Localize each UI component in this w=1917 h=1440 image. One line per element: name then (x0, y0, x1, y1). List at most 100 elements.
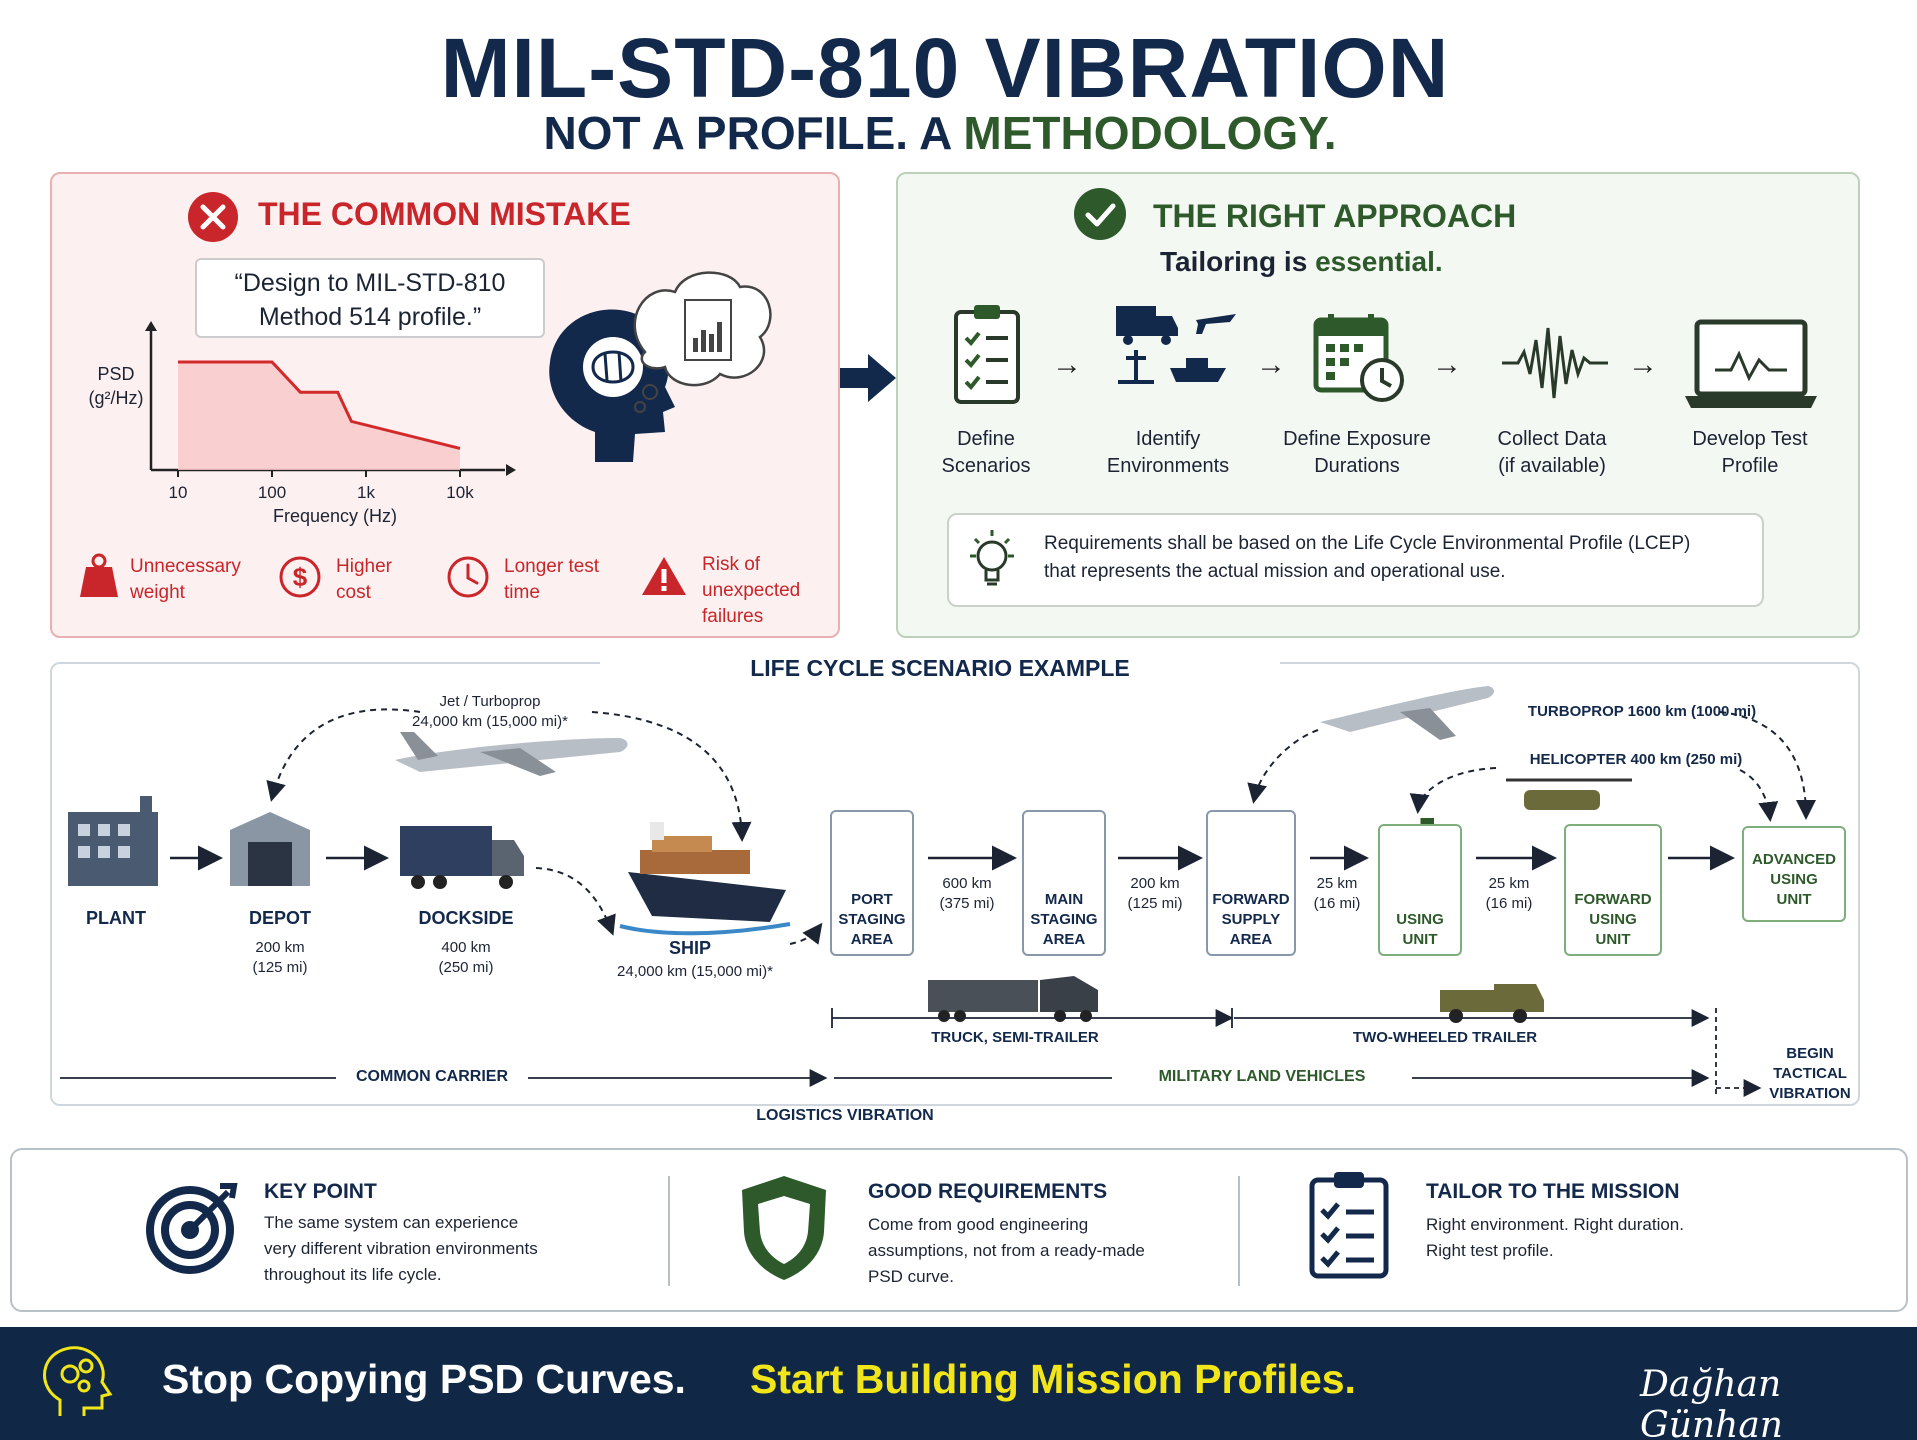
dockside-distance: 400 km (250 mi) (416, 938, 516, 978)
using-label-2: UNIT (1402, 931, 1438, 948)
footer-text-accent: Start Building Mission Profiles. (750, 1356, 1356, 1402)
impact-weight-line-1: Unnecessary (130, 556, 241, 577)
segment-25km-b: 25 km(16 mi) (1472, 874, 1546, 914)
main-label-3: AREA (1042, 931, 1086, 948)
step-arrow-2: → (1256, 348, 1286, 381)
truck-plane-ship-icon (1116, 306, 1236, 384)
x-circle-icon (188, 192, 238, 242)
approach-tagline: Tailoring is essential. (1160, 246, 1443, 278)
dockside-distance-mi: (250 mi) (438, 959, 494, 976)
lcep-box (947, 513, 1764, 607)
quote-line-1: “Design to MIL-STD-810 (234, 269, 506, 297)
depot-distance: 200 km(125 mi) (230, 938, 330, 978)
impact-cost-line-2: cost (336, 582, 371, 603)
warning-icon (642, 557, 686, 595)
segment-200km: 200 km(125 mi) (1114, 874, 1196, 914)
segment-25km-a-mi: (16 mi) (1313, 895, 1361, 912)
impact-time-line-1: Longer test (504, 556, 600, 577)
helicopter-icon (1506, 778, 1632, 810)
step-arrow-1: → (1052, 348, 1082, 381)
fwdunit-label-2: USING (1589, 911, 1637, 928)
port-staging-area-box (830, 810, 914, 956)
military-land-vehicles-label: MILITARY LAND VEHICLES (1112, 1068, 1412, 1086)
turboprop-plane-icon (1320, 686, 1494, 740)
step-4-line-1: Collect Data (1497, 428, 1607, 450)
adv-label-1: ADVANCED (1752, 851, 1836, 868)
good-requirements-heading: GOOD REQUIREMENTS (868, 1180, 1108, 1203)
clock-icon (447, 556, 489, 598)
lifecycle-title: LIFE CYCLE SCENARIO EXAMPLE (600, 655, 1280, 683)
impact-weight-line-2: weight (130, 582, 185, 603)
fwdunit-label-3: UNIT (1595, 931, 1631, 948)
x-tick-label-10: 10 (169, 483, 188, 502)
step-2-line-1: Identify (1135, 428, 1201, 450)
tactical-label-1: BEGIN (1786, 1045, 1834, 1062)
jet-label: Jet / Turboprop 24,000 km (15,000 mi)* (390, 692, 590, 732)
ship-icon (619, 822, 791, 936)
divider-1 (668, 1176, 670, 1286)
dockside-truck-icon (400, 826, 524, 889)
big-arrow-icon (840, 354, 896, 402)
key-point-heading: KEY POINT (264, 1180, 377, 1203)
impact-time-line-2: time (504, 582, 540, 603)
author-signature: Dağhan Günhan (1640, 1364, 1783, 1440)
segment-25km-a: 25 km (16 mi) (1300, 874, 1374, 914)
segment-25km-a-km: 25 km (1316, 875, 1358, 892)
fwd-label-2: SUPPLY (1221, 911, 1281, 928)
segment-25km-b-mi: (16 mi) (1485, 895, 1533, 912)
lightbulb-icon (970, 530, 1014, 586)
calendar-clock-icon (1313, 314, 1404, 402)
helicopter-label: HELICOPTER 400 km (250 mi) (1529, 751, 1743, 768)
semi-trailer-truck-icon (928, 976, 1098, 1022)
step-5-line-2: Profile (1721, 455, 1779, 477)
main-label-1: MAIN (1044, 891, 1084, 908)
fwdunit-label-1: FORWARD (1574, 891, 1652, 908)
port-label-2: STAGING (838, 911, 906, 928)
tagline-plain: Tailoring is (1160, 246, 1316, 277)
impact-risk-line-3: failures (702, 606, 764, 627)
step-arrow-4: → (1628, 348, 1658, 381)
using-label-1: USING (1396, 911, 1444, 928)
jet-label-1: Jet / Turboprop (439, 693, 541, 710)
step-arrow-3: → (1432, 348, 1462, 381)
footer-text-plain: Stop Copying PSD Curves. (162, 1356, 686, 1402)
impact-weight: Unnecessary weight (130, 554, 241, 606)
using-unit-label: USING UNIT (1378, 910, 1462, 950)
ship-distance: 24,000 km (15,000 mi)* (617, 963, 773, 980)
step-5-line-1: Develop Test (1692, 428, 1808, 450)
depot-label: DEPOT (248, 908, 311, 928)
laptop-chart-icon (1685, 319, 1817, 408)
thinking-head-icon (549, 271, 772, 462)
forward-using-unit-box (1564, 824, 1662, 956)
key-point-line-2: very different vibration environments (264, 1239, 538, 1258)
segment-600km-mi: (375 mi) (939, 895, 995, 912)
step-1-line-2: Scenarios (941, 455, 1031, 477)
impact-time: Longer test time (504, 554, 599, 606)
subtitle-accent: METHODOLOGY. (963, 107, 1337, 159)
plant-label: PLANT (86, 908, 146, 928)
military-trailer-icon (1440, 984, 1544, 1023)
forward-supply-area-box (1206, 810, 1296, 956)
using-unit-box (1378, 824, 1462, 956)
psd-line (178, 360, 461, 450)
step-3-line-2: Durations (1314, 455, 1400, 477)
good-req-line-3: PSD curve. (868, 1267, 954, 1286)
waveform-icon (1502, 327, 1608, 399)
lcep-line-1: Requirements shall be based on the Life … (1044, 533, 1691, 554)
clipboard-checklist-icon (954, 305, 1020, 404)
key-point-line-3: throughout its life cycle. (264, 1265, 442, 1284)
fwd-label-3: AREA (1229, 931, 1273, 948)
jet-label-2: 24,000 km (15,000 mi)* (412, 713, 568, 730)
impact-cost-line-1: Higher (336, 556, 392, 577)
depot-distance-mi: (125 mi) (252, 959, 308, 976)
dockside-distance-km: 400 km (441, 939, 491, 956)
dollar-icon: $ (279, 556, 321, 598)
segment-600km: 600 km(375 mi) (926, 874, 1008, 914)
adv-label-2: USING (1770, 871, 1818, 888)
